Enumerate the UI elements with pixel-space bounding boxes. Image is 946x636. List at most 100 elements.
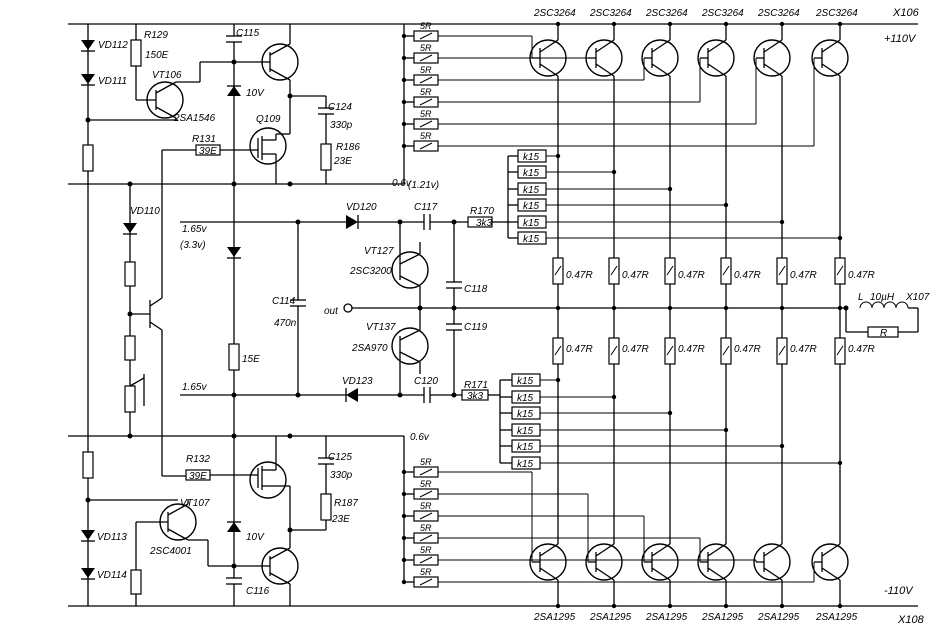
top-base-resistor-label: 5R bbox=[420, 109, 432, 119]
bottom-bias-resistor-label: k15 bbox=[517, 459, 534, 470]
r129-vt106 bbox=[130, 24, 262, 120]
r129-label: R129 bbox=[144, 30, 168, 41]
vd111-label: VD111 bbox=[98, 76, 127, 87]
top-base-resistor-label: 5R bbox=[420, 43, 432, 53]
zener-bot-label: 10V bbox=[246, 532, 265, 543]
npn-type-label: 2SC3264 bbox=[757, 8, 800, 19]
r186-value: 23E bbox=[333, 156, 352, 167]
r132-label: R132 bbox=[186, 454, 210, 465]
vd114-label: VD114 bbox=[97, 570, 127, 581]
r187-label: R187 bbox=[334, 498, 358, 509]
x107-label: X107 bbox=[905, 292, 930, 303]
pnp-type-label: 2SA1295 bbox=[757, 612, 800, 623]
c125-label: C125 bbox=[328, 452, 352, 463]
pnp-transistor bbox=[585, 543, 623, 581]
x108-label: X108 bbox=[897, 614, 925, 626]
bottom-driver bbox=[248, 433, 404, 606]
bottom-bias-resistor-label: k15 bbox=[517, 426, 534, 437]
bottom-base-resistor-label: 5R bbox=[420, 523, 432, 533]
bottom-base-resistor-label: 5R bbox=[420, 567, 432, 577]
bottom-emitter-resistor-label: 0.47R bbox=[566, 344, 593, 355]
top-emitter-resistor-label: 0.47R bbox=[734, 270, 761, 281]
vd120-label: VD120 bbox=[346, 202, 377, 213]
pnp-type-label: 2SA1295 bbox=[815, 612, 858, 623]
output-r-label: R bbox=[880, 328, 887, 339]
vt137-label: VT137 bbox=[366, 322, 396, 333]
r132-value: 39E bbox=[189, 471, 207, 482]
npn-transistor bbox=[585, 39, 623, 77]
top-base-resistor-label: 5R bbox=[420, 65, 432, 75]
pos-rail-label: +110V bbox=[884, 33, 917, 45]
x106-label: X106 bbox=[892, 7, 920, 19]
inductor-label: L bbox=[858, 292, 864, 303]
vbe-multiplier bbox=[68, 149, 196, 477]
vt137-type: 2SA970 bbox=[351, 343, 388, 354]
r170-label: R170 bbox=[470, 206, 494, 217]
pnp-transistor bbox=[529, 543, 567, 581]
bottom-bias-resistor-label: k15 bbox=[517, 409, 534, 420]
bottom-base-resistor-label: 5R bbox=[420, 501, 432, 511]
pnp-type-label: 2SA1295 bbox=[645, 612, 688, 623]
bottom-bias-resistor-label: k15 bbox=[517, 442, 534, 453]
top-emitter-resistor-label: 0.47R bbox=[622, 270, 649, 281]
gate-resistors bbox=[185, 144, 248, 481]
q109-label: Q109 bbox=[256, 114, 281, 125]
npn-type-label: 2SC3264 bbox=[533, 8, 576, 19]
zener-top-label: 10V bbox=[246, 88, 265, 99]
r186-label: R186 bbox=[336, 142, 360, 153]
c125-value: 330p bbox=[330, 470, 353, 481]
r187-value: 23E bbox=[331, 514, 350, 525]
middle-stage bbox=[180, 214, 846, 403]
bottom-emitter-resistor-label: 0.47R bbox=[622, 344, 649, 355]
c117-label: C117 bbox=[414, 202, 438, 213]
npn-type-label: 2SC3264 bbox=[645, 8, 688, 19]
inductor-value: 10µH bbox=[870, 292, 895, 303]
v-bot-label: 0.6v bbox=[410, 432, 430, 443]
npn-transistor bbox=[529, 39, 567, 77]
c116-label: C116 bbox=[246, 586, 270, 597]
top-bias-resistor-label: k15 bbox=[523, 185, 540, 196]
bottom-bias-resistor-label: k15 bbox=[517, 393, 534, 404]
r131-value: 39E bbox=[199, 146, 217, 157]
npn-transistor bbox=[697, 39, 735, 77]
vt106-label: VT106 bbox=[152, 70, 182, 81]
r171-label: R171 bbox=[464, 380, 488, 391]
bottom-emitter-resistor-label: 0.47R bbox=[678, 344, 705, 355]
vt107 bbox=[130, 500, 262, 606]
pnp-type-label: 2SA1295 bbox=[533, 612, 576, 623]
pnp-transistor bbox=[811, 543, 849, 581]
bottom-base-resistor-label: 5R bbox=[420, 479, 432, 489]
supply-rails bbox=[68, 23, 918, 607]
vt106-type: 2SA1546 bbox=[173, 113, 216, 124]
bottom-base-resistor-label: 5R bbox=[420, 457, 432, 467]
neg-rail-label: -110V bbox=[884, 585, 914, 597]
r131-label: R131 bbox=[192, 134, 216, 145]
top-bias-resistor-label: k15 bbox=[523, 218, 540, 229]
top-bias-resistor-label: k15 bbox=[523, 152, 540, 163]
v-top2-label: (1.21v) bbox=[408, 180, 439, 191]
top-emitter-resistor-label: 0.47R bbox=[790, 270, 817, 281]
top-bias-resistor-label: k15 bbox=[523, 234, 540, 245]
output-inductor bbox=[843, 301, 919, 338]
npn-type-label: 2SC3264 bbox=[701, 8, 744, 19]
pnp-transistor bbox=[753, 543, 791, 581]
vd113-label: VD113 bbox=[97, 532, 127, 543]
vd110-label: VD110 bbox=[130, 206, 160, 217]
left-bias-chain bbox=[81, 24, 178, 606]
vd123-label: VD123 bbox=[342, 376, 373, 387]
out-label: out bbox=[324, 306, 339, 317]
vt107-type: 2SC4001 bbox=[149, 546, 192, 557]
top-base-resistor-label: 5R bbox=[420, 21, 432, 31]
top-emitter-resistor-label: 0.47R bbox=[566, 270, 593, 281]
c114-value: 470n bbox=[274, 318, 297, 329]
pnp-transistor bbox=[641, 543, 679, 581]
c124-value: 330p bbox=[330, 120, 353, 131]
c119-label: C119 bbox=[464, 322, 488, 333]
vt127-label: VT127 bbox=[364, 246, 394, 257]
emitter-resistors: 0.47R 0.47R 0.47R 0.47R 0.47R 0.47R 0.47R 0.47R… bbox=[552, 257, 875, 365]
top-emitter-resistor-label: 0.47R bbox=[848, 270, 875, 281]
v-33-label: (3.3v) bbox=[180, 240, 206, 251]
